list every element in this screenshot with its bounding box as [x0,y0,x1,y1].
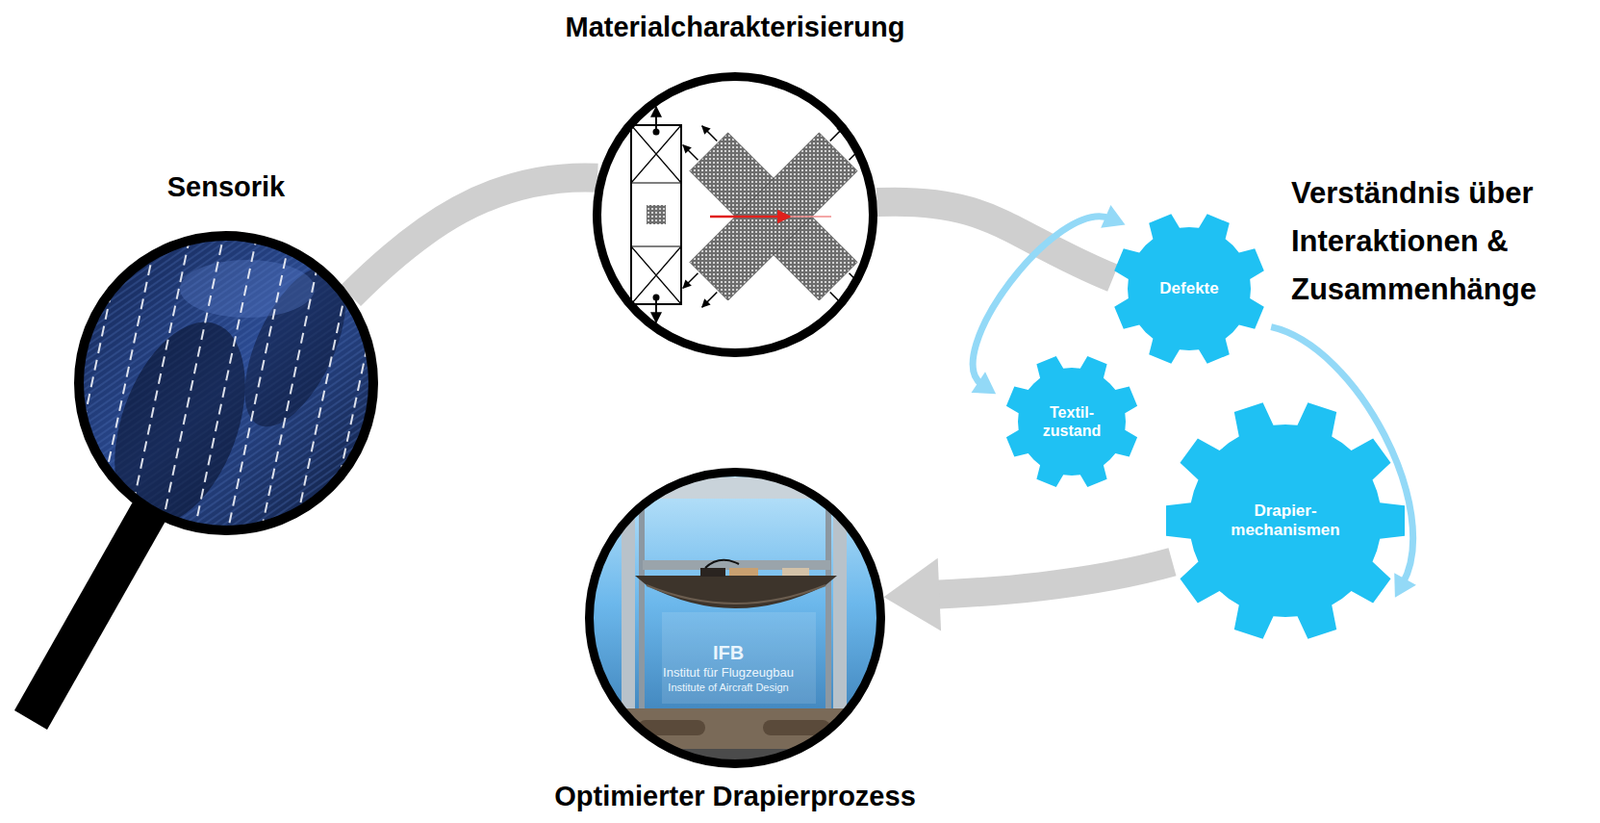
process-flow-arrow [876,202,1113,279]
gear-label: Defekte [1141,279,1238,299]
gear-node: Textil- zustand [1004,354,1140,489]
heading-text: Materialcharakterisierung [565,11,906,44]
connector-line [350,177,598,296]
draping-rig-photo [584,467,886,768]
connector-line [876,202,1113,279]
gear-node: Defekte [1112,211,1267,366]
arrow-head [1394,572,1417,598]
circle-node: Optimierter Drapierprozess [584,467,886,768]
gear-outline [1166,402,1405,639]
gear-outline [1114,213,1265,364]
gear-label: Textil- zustand [1031,403,1113,440]
circle-node: Sensorik [74,230,379,535]
gear-text-box: Textil- zustand [1004,354,1140,489]
magnifier-lens [74,230,379,543]
arrow-head [971,371,997,394]
heading-text: Optimierter Drapierprozess [554,780,916,813]
photo-watermark: Institute of Aircraft Design [667,681,788,693]
heading-text: Sensorik [167,171,286,204]
photo-watermark: Institut für Flugzeugbau [662,665,794,680]
process-flow-arrow [350,177,598,296]
gear-outline [1006,355,1138,487]
arrow-head [884,558,942,632]
photo-watermark: IFB [712,641,744,663]
annotation-text: Verständnis über Interaktionen & Zusamme… [1291,169,1571,314]
circle-node: Materialcharakterisierung [592,72,878,357]
gear-text-box: Drapier- mechanismen [1165,400,1406,641]
process-flow-arrow [884,558,1173,632]
connector-line [925,561,1173,596]
gear-label: Drapier- mechanismen [1225,501,1346,541]
gear-shape [1004,354,1140,489]
arrow-head [1100,204,1125,229]
gear-text-box: Defekte [1112,211,1267,366]
gear-node: Drapier- mechanismen [1165,400,1406,641]
material-test-sketch [597,76,874,354]
